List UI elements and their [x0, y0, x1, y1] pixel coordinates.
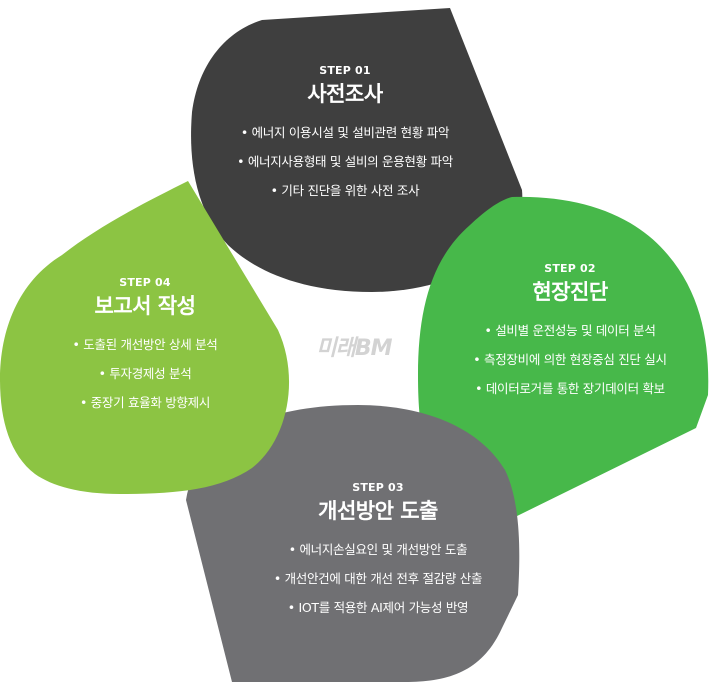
step-02-list: 설비별 운전성능 및 데이터 분석 측정장비에 의한 현장중심 진단 실시 데이… [420, 316, 710, 403]
step-03-item: 개선안건에 대한 개선 전후 절감량 산출 [228, 564, 528, 593]
step-03-content: STEP 03 개선방안 도출 에너지손실요인 및 개선방안 도출 개선안건에 … [228, 481, 528, 622]
step-01-item: 기타 진단을 위한 사전 조사 [195, 176, 495, 205]
step-01-list: 에너지 이용시설 및 설비관련 현황 파악 에너지사용형태 및 설비의 운용현황… [195, 118, 495, 205]
step-01-content: STEP 01 사전조사 에너지 이용시설 및 설비관련 현황 파악 에너지사용… [195, 64, 495, 205]
step-03-list: 에너지손실요인 및 개선방안 도출 개선안건에 대한 개선 전후 절감량 산출 … [228, 535, 528, 622]
step-04-item: 투자경제성 분석 [5, 359, 285, 388]
step-02-item: 설비별 운전성능 및 데이터 분석 [420, 316, 710, 345]
step-02-content: STEP 02 현장진단 설비별 운전성능 및 데이터 분석 측정장비에 의한 … [420, 262, 710, 403]
step-04-title: 보고서 작성 [94, 294, 196, 318]
step-04-item: 중장기 효율화 방향제시 [5, 388, 285, 417]
step-03-item: IOT를 적용한 AI제어 가능성 반영 [228, 593, 528, 622]
step-01-item: 에너지 이용시설 및 설비관련 현황 파악 [195, 118, 495, 147]
step-02-item: 데이터로거를 통한 장기데이터 확보 [420, 374, 710, 403]
step-04-content: STEP 04 보고서 작성 도출된 개선방안 상세 분석 투자경제성 분석 중… [5, 276, 285, 417]
step-01-label: STEP 01 [319, 64, 371, 77]
step-03-title: 개선방안 도출 [318, 499, 438, 523]
step-01-title: 사전조사 [307, 82, 383, 106]
step-02-label: STEP 02 [544, 262, 596, 275]
step-03-item: 에너지손실요인 및 개선방안 도출 [228, 535, 528, 564]
step-02-item: 측정장비에 의한 현장중심 진단 실시 [420, 345, 710, 374]
watermark-logo: 미래BM [316, 336, 392, 361]
step-01-item: 에너지사용형태 및 설비의 운용현황 파악 [195, 147, 495, 176]
step-04-item: 도출된 개선방안 상세 분석 [5, 330, 285, 359]
step-02-title: 현장진단 [532, 280, 608, 304]
step-03-label: STEP 03 [352, 481, 404, 494]
step-04-list: 도출된 개선방안 상세 분석 투자경제성 분석 중장기 효율화 방향제시 [5, 330, 285, 417]
step-04-label: STEP 04 [119, 276, 171, 289]
